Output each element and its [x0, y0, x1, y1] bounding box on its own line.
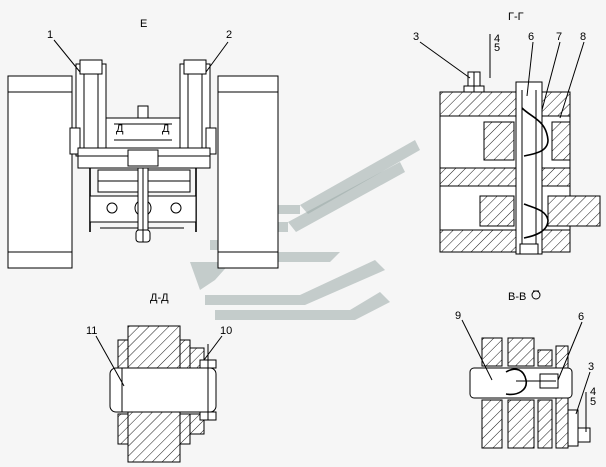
left-wheel [7, 75, 73, 269]
view-gg: Г-Г 3 4 5 6 7 [413, 11, 601, 255]
callout-1: 1 [47, 29, 53, 41]
callout-5: 5 [494, 42, 500, 54]
callout-3b: 3 [588, 361, 594, 373]
callout-6: 6 [528, 31, 534, 43]
callout-4: 4 [494, 33, 500, 45]
dd-pin [109, 367, 217, 413]
section-mark-d-left: Д [116, 123, 124, 135]
section-mark-d-right: Д [162, 123, 170, 135]
callout-5b: 5 [590, 396, 596, 408]
view-dd-title: Д-Д [150, 292, 169, 304]
callout-6b: 6 [578, 311, 584, 323]
view-e-title: Е [140, 18, 147, 30]
callout-10: 10 [220, 325, 232, 337]
watermark-logo [190, 140, 420, 320]
right-upright [179, 63, 211, 157]
view-gg-title: Г-Г [508, 11, 524, 23]
view-direction-icon [531, 290, 541, 300]
callout-3: 3 [413, 31, 419, 43]
view-vv: В-В 9 6 3 4 5 [455, 290, 596, 449]
callout-2: 2 [226, 29, 232, 41]
callout-4b: 4 [590, 386, 596, 398]
callout-7: 7 [556, 31, 562, 43]
view-e: Е Д Д [7, 18, 279, 269]
right-wheel [217, 75, 279, 269]
callout-9: 9 [455, 310, 461, 322]
callout-8: 8 [580, 31, 586, 43]
view-vv-title: В-В [508, 291, 526, 303]
gg-shaft [515, 81, 543, 255]
dd-hub-bottom [127, 405, 181, 463]
view-dd: Д-Д 11 10 [86, 292, 232, 463]
callout-11: 11 [86, 325, 97, 337]
